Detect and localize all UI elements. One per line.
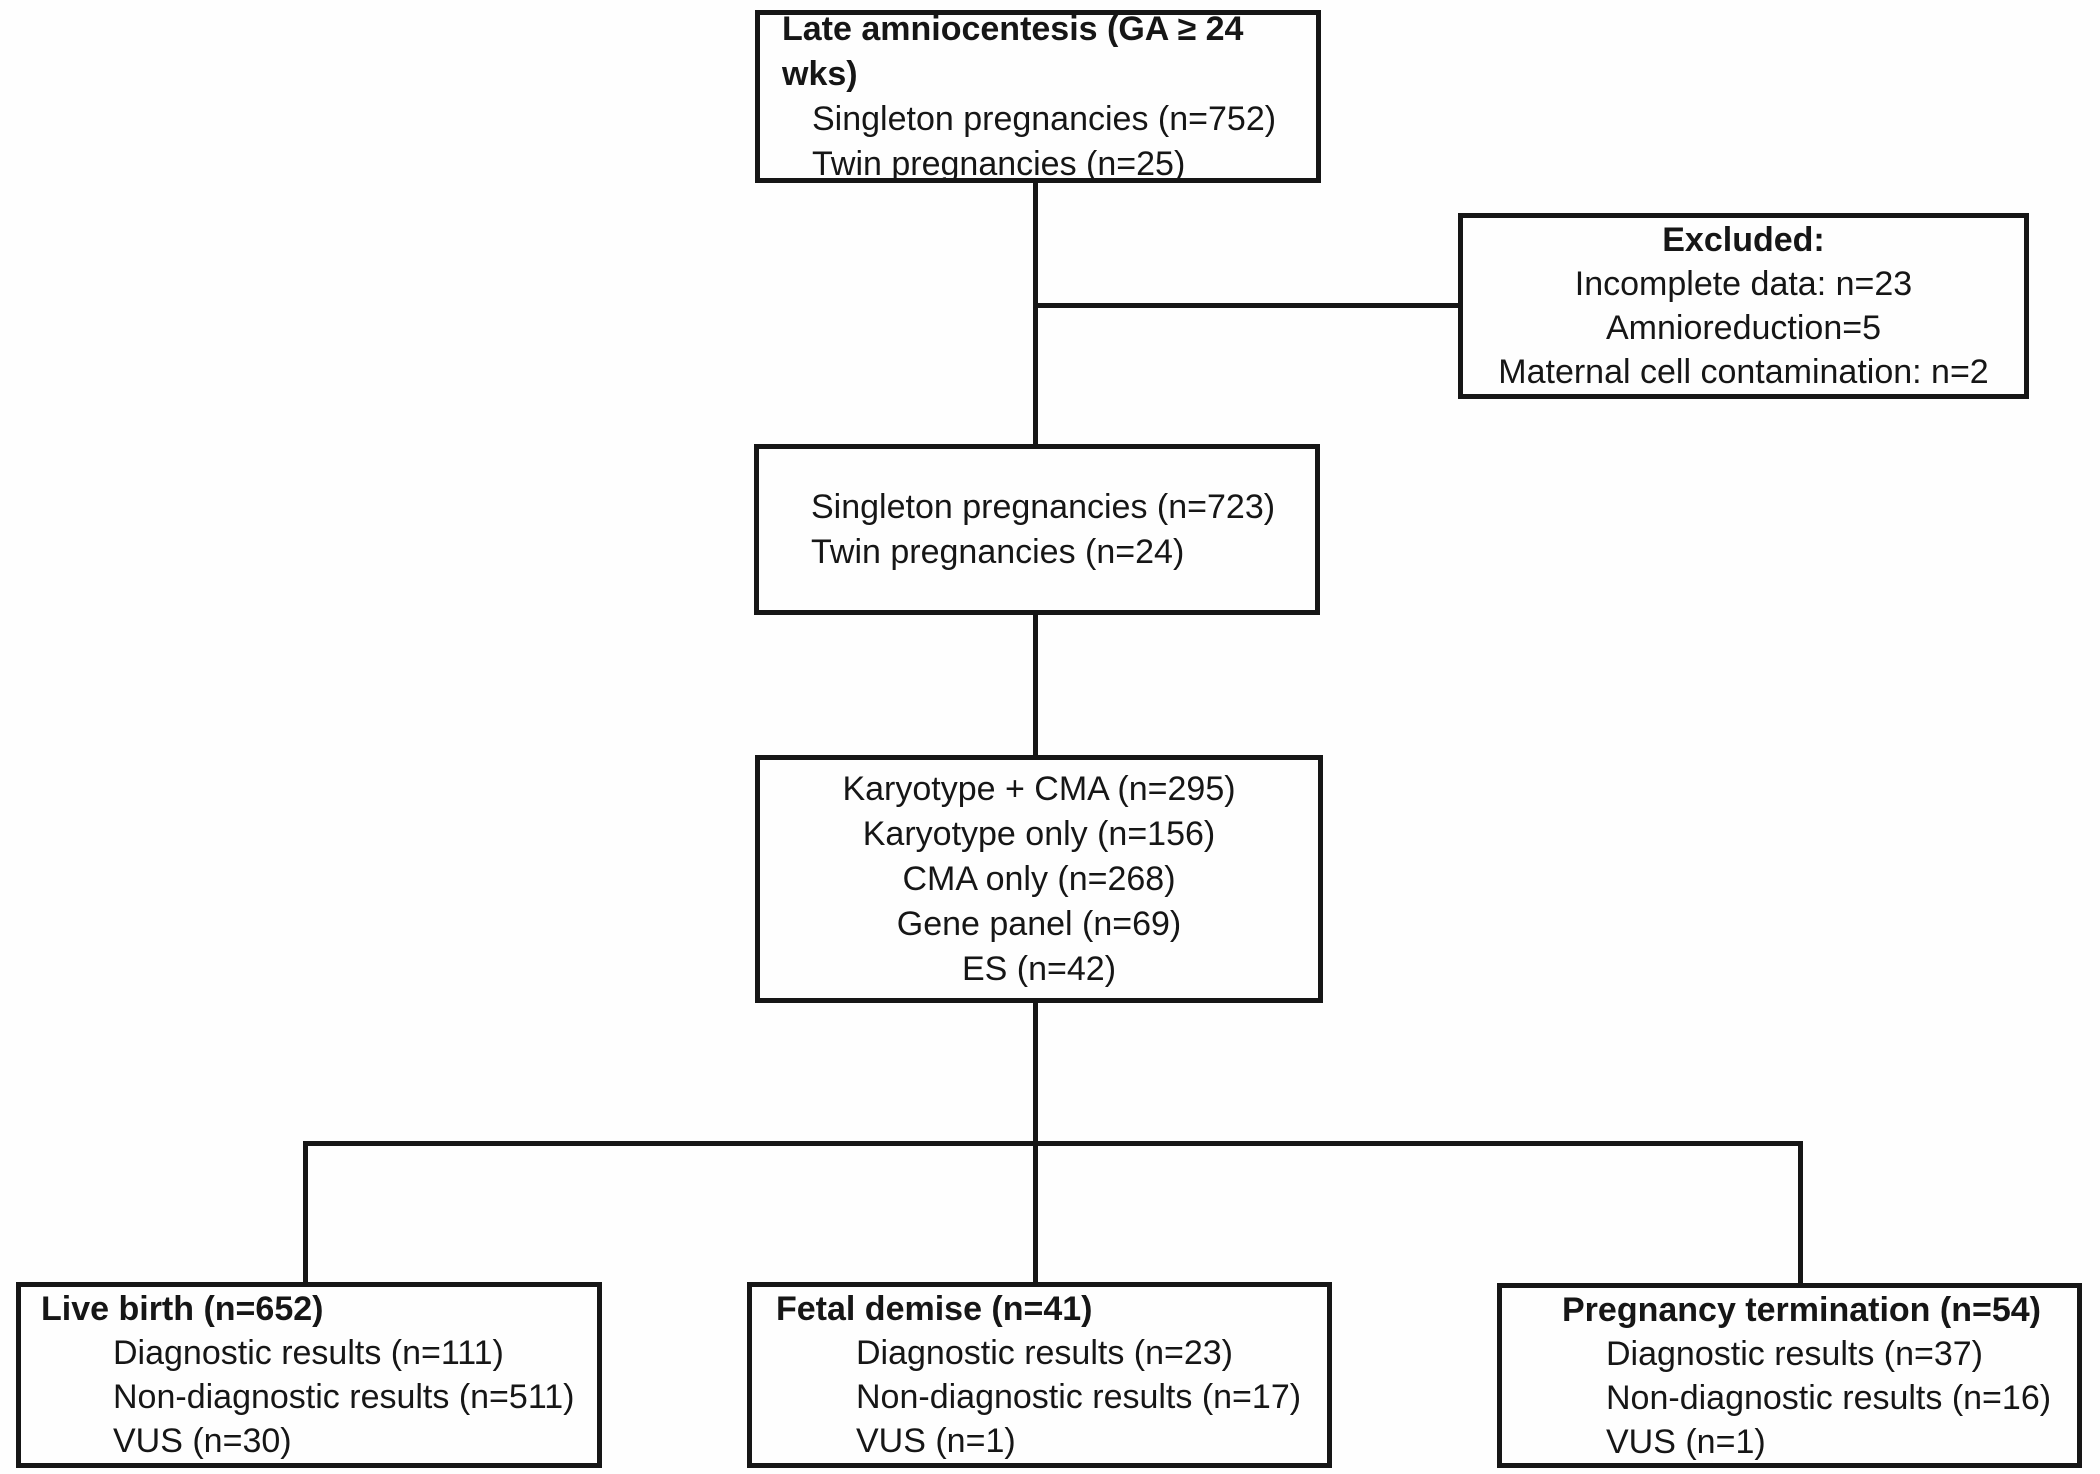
connector-included-to-testing [1033,615,1038,755]
box-fetal-demise: Fetal demise (n=41) Diagnostic results (… [747,1282,1332,1468]
box-excluded-line-amnioreduction: Amnioreduction=5 [1605,309,1881,347]
connector-testing-stem [1033,1003,1038,1143]
box-excluded: Excluded: Incomplete data: n=23 Amniored… [1458,213,2029,399]
box-included-line-twin: Twin pregnancies (n=24) [811,532,1185,571]
connector-branch-left [303,1143,308,1282]
box-fetal-demise-title: Fetal demise (n=41) [776,1290,1093,1328]
box-included-cohort: Singleton pregnancies (n=723) Twin pregn… [754,444,1320,615]
box-late-amniocentesis-line-twin: Twin pregnancies (n=25) [812,144,1186,183]
box-genetic-testing-line-karyotype-cma: Karyotype + CMA (n=295) [842,769,1236,808]
connector-branch-middle [1033,1143,1038,1282]
connector-to-excluded [1035,303,1458,308]
connector-branch-right [1798,1143,1803,1283]
box-fetal-demise-line-diagnostic: Diagnostic results (n=23) [856,1334,1234,1372]
connector-branch-horizontal [303,1141,1803,1146]
box-genetic-testing: Karyotype + CMA (n=295) Karyotype only (… [755,755,1323,1003]
box-included-line-singleton: Singleton pregnancies (n=723) [811,487,1276,526]
box-late-amniocentesis-line-singleton: Singleton pregnancies (n=752) [812,99,1277,138]
box-live-birth-line-vus: VUS (n=30) [113,1422,292,1460]
box-fetal-demise-line-vus: VUS (n=1) [856,1422,1016,1460]
box-excluded-line-maternal-contamination: Maternal cell contamination: n=2 [1498,353,1989,391]
connector-top-to-included [1033,183,1038,444]
box-live-birth-line-non-diagnostic: Non-diagnostic results (n=511) [113,1378,575,1416]
box-genetic-testing-line-cma-only: CMA only (n=268) [902,859,1176,898]
box-pregnancy-termination-line-vus: VUS (n=1) [1606,1422,1766,1461]
box-excluded-title: Excluded: [1662,221,1825,259]
box-fetal-demise-line-non-diagnostic: Non-diagnostic results (n=17) [856,1378,1302,1416]
box-genetic-testing-line-karyotype-only: Karyotype only (n=156) [862,814,1216,853]
box-pregnancy-termination: Pregnancy termination (n=54) Diagnostic … [1497,1283,2082,1468]
box-genetic-testing-line-gene-panel: Gene panel (n=69) [896,904,1182,943]
box-pregnancy-termination-title: Pregnancy termination (n=54) [1562,1290,2041,1329]
box-late-amniocentesis-title: Late amniocentesis (GA ≥ 24 wks) [782,9,1244,93]
box-genetic-testing-line-es: ES (n=42) [961,949,1117,988]
box-late-amniocentesis: Late amniocentesis (GA ≥ 24 wks) Singlet… [755,10,1321,183]
box-pregnancy-termination-line-non-diagnostic: Non-diagnostic results (n=16) [1606,1378,2052,1417]
box-live-birth-line-diagnostic: Diagnostic results (n=111) [113,1334,504,1372]
box-pregnancy-termination-line-diagnostic: Diagnostic results (n=37) [1606,1334,1984,1373]
box-live-birth-title: Live birth (n=652) [41,1290,324,1328]
box-excluded-line-incomplete-data: Incomplete data: n=23 [1574,265,1913,303]
box-live-birth: Live birth (n=652) Diagnostic results (n… [16,1282,602,1468]
